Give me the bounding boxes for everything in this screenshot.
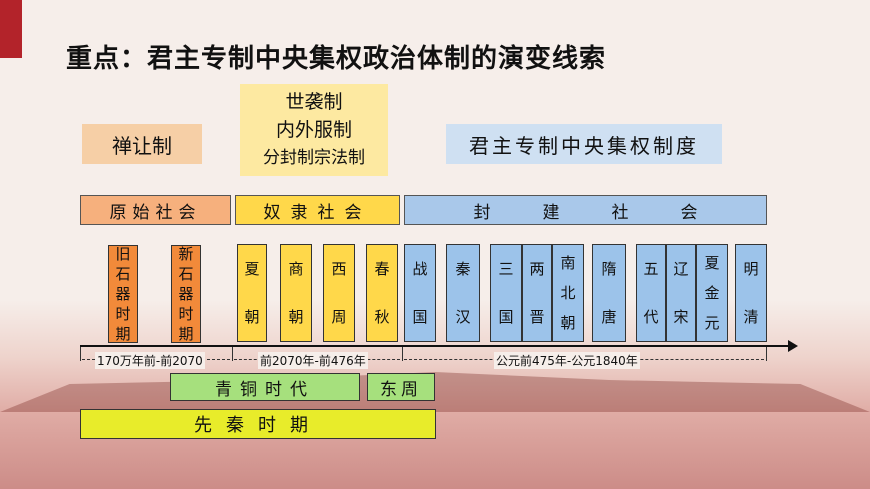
range-primitive: 170万年前-前2070 <box>95 352 205 369</box>
range-slave: 前2070年-前476年 <box>258 352 368 369</box>
system-fenfeng: 分封制宗法制 <box>263 148 365 168</box>
timeline-tick <box>80 347 81 361</box>
system-shixi: 世袭制 <box>285 91 343 113</box>
dynasty-qinhan: 秦汉 <box>446 244 480 342</box>
dynasty-xizhou: 西周 <box>323 244 355 342</box>
dynasty-zhanguo: 战国 <box>404 244 436 342</box>
society-slave: 奴隶社会 <box>235 195 400 225</box>
dynasty-liangjin: 两晋 <box>522 244 552 342</box>
period-xianqin: 先秦时期 <box>80 409 436 439</box>
dynasty-wudai: 五代 <box>636 244 666 342</box>
society-feudal: 封建社会 <box>404 195 767 225</box>
timeline-axis <box>80 345 792 347</box>
era-xinshiqi: 新石器时期 <box>171 245 201 343</box>
era-jiushiqi: 旧石器时期 <box>108 245 138 343</box>
corner-accent <box>0 0 22 58</box>
dynasty-chunqiu: 春秋 <box>366 244 398 342</box>
timeline-tick <box>402 347 403 361</box>
system-junzhu: 君主专制中央集权制度 <box>446 124 722 164</box>
range-feudal: 公元前475年-公元1840年 <box>494 352 640 369</box>
timeline-tick <box>766 347 767 361</box>
dynasty-shang: 商朝 <box>280 244 312 342</box>
dynasty-suitang: 隋唐 <box>592 244 626 342</box>
dynasty-liaosong: 辽宋 <box>666 244 696 342</box>
dynasty-nanbeichao: 南北朝 <box>552 244 584 342</box>
system-shanrang: 禅让制 <box>82 124 202 164</box>
society-primitive: 原始社会 <box>80 195 231 225</box>
timeline-arrow <box>788 340 798 352</box>
system-shixi-group: 世袭制 内外服制 分封制宗法制 <box>240 84 388 176</box>
page-title: 重点：君主专制中央集权政治体制的演变线索 <box>66 44 607 74</box>
dynasty-sanguo: 三国 <box>490 244 522 342</box>
timeline-tick <box>232 347 233 361</box>
period-dongzhou: 东周 <box>367 373 435 401</box>
dynasty-xia: 夏朝 <box>237 244 267 342</box>
dynasty-mingqing: 明清 <box>735 244 767 342</box>
dynasty-xiajinyuan: 夏金元 <box>696 244 728 342</box>
period-bronze-age: 青铜时代 <box>170 373 360 401</box>
system-neiwaifu: 内外服制 <box>275 119 352 141</box>
